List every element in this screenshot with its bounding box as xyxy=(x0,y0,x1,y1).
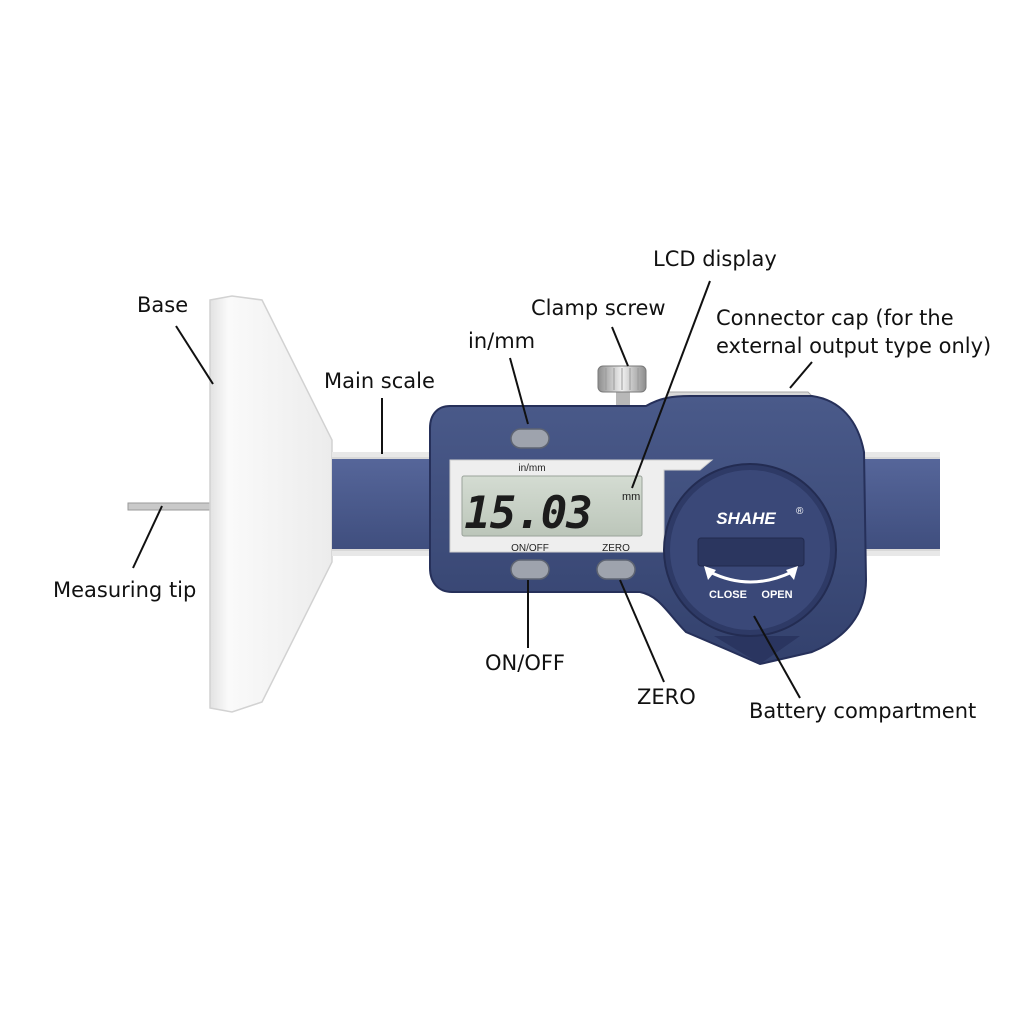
callout-base: Base xyxy=(137,293,188,317)
base-leader xyxy=(175,325,214,385)
lcd-display-leader xyxy=(631,280,711,489)
open-arrow-icon xyxy=(786,566,798,580)
zero-leader xyxy=(619,579,665,683)
lcd-display: 15.03 mm xyxy=(461,475,643,539)
clamp-screw-leader xyxy=(611,326,629,367)
callout-lcd-display: LCD display xyxy=(653,247,777,271)
brand-logo: SHAHE xyxy=(716,509,776,528)
in-mm-button[interactable] xyxy=(510,428,550,449)
battery-leader xyxy=(753,615,801,699)
registered-mark: ® xyxy=(796,506,804,517)
on-off-button[interactable] xyxy=(510,559,550,580)
battery-compartment: CLOSE OPEN xyxy=(663,463,837,664)
callout-on-off: ON/OFF xyxy=(485,651,565,675)
callout-zero: ZERO xyxy=(637,685,696,709)
lcd-top-label: in/mm xyxy=(518,463,545,474)
connector-cap-leader xyxy=(789,361,813,389)
callout-connector-cap-line1: Connector cap (for the xyxy=(716,306,954,330)
base-plate xyxy=(209,295,333,713)
on-off-printed-label: ON/OFF xyxy=(511,543,549,554)
measuring-tip-leader xyxy=(132,505,163,569)
callout-connector-cap-line2: external output type only) xyxy=(716,334,991,358)
zero-printed-label: ZERO xyxy=(602,543,630,554)
lcd-reading: 15.03 xyxy=(464,488,591,539)
callout-clamp-screw: Clamp screw xyxy=(531,296,666,320)
lcd-unit: mm xyxy=(622,491,640,503)
callout-in-mm: in/mm xyxy=(468,329,535,353)
callout-main-scale: Main scale xyxy=(324,369,435,393)
zero-button[interactable] xyxy=(596,559,636,580)
in-mm-leader xyxy=(509,357,529,425)
clamp-screw xyxy=(597,365,647,406)
callout-battery-compartment: Battery compartment xyxy=(749,699,976,723)
callout-measuring-tip: Measuring tip xyxy=(53,578,196,602)
close-arrow-icon xyxy=(704,566,716,580)
battery-open-label: OPEN xyxy=(761,589,792,601)
battery-close-label: CLOSE xyxy=(709,589,747,601)
